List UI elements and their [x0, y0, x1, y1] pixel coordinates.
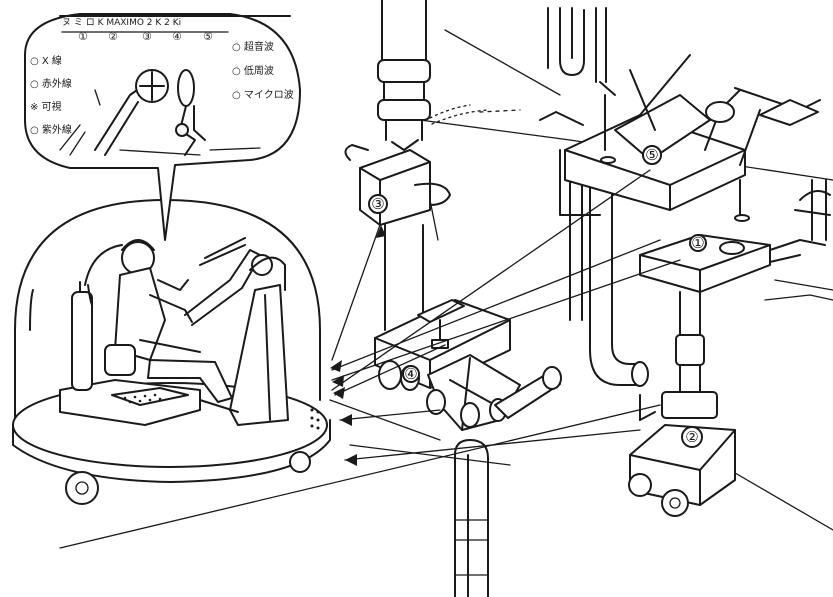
operator-dome: [13, 200, 330, 504]
legend-visible: ※ 可視: [30, 100, 62, 113]
scale-mark-5: ⑤: [203, 30, 213, 43]
robot-4-crawler: ④: [375, 300, 561, 430]
legend-low-frequency: ○ 低周波: [232, 64, 274, 77]
robot-2-cart: ②: [629, 292, 735, 516]
scale-mark-1: ①: [78, 30, 88, 43]
robot-4-number: ④: [404, 365, 417, 383]
floor-pipe: [455, 440, 488, 597]
display-bubble: ヌ ミ ロ K MAXIMO 2 K 2 Ki ① ② ③ ④ ⑤ ○ X 線 …: [25, 14, 300, 240]
robot-5-platform: ⑤: [565, 55, 830, 221]
legend-infrared: ○ 赤外線: [30, 77, 72, 90]
scale-mark-4: ④: [172, 30, 182, 43]
legend-ultraviolet: ○ 紫外線: [30, 123, 72, 136]
scale-mark-2: ②: [108, 30, 118, 43]
robot-5-number: ⑤: [645, 146, 658, 164]
background-pipes: [540, 8, 606, 125]
legend-microwave: ○ マイクロ波: [232, 88, 294, 101]
scale-mark-3: ③: [142, 30, 152, 43]
scale-top-label: ヌ ミ ロ K MAXIMO 2 K 2 Ki: [62, 18, 181, 28]
robot-1-number: ①: [691, 234, 704, 252]
legend-xray: ○ X 線: [30, 54, 62, 67]
robot-2-number: ②: [685, 428, 698, 446]
robot-3-head: ③: [345, 140, 450, 225]
robot-3-number: ③: [371, 195, 384, 213]
legend-ultrasound: ○ 超音波: [232, 40, 274, 53]
